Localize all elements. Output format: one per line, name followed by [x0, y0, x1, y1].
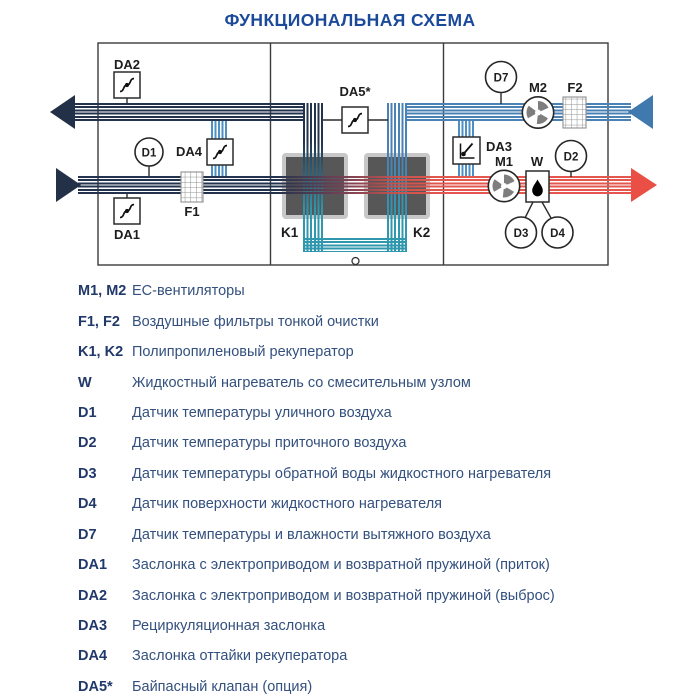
- legend-key: D7: [78, 526, 97, 543]
- exhaust-air-band: [72, 103, 305, 121]
- filter-f2-grid: [563, 97, 586, 128]
- legend-desc: Полипропиленовый рекуператор: [132, 344, 354, 361]
- legend-desc: Байпасный клапан (опция): [132, 678, 313, 695]
- label-m1: M1: [495, 154, 513, 169]
- fresh-air-in-arrow: [56, 168, 81, 202]
- legend-row: DA4 Заслонка оттайки рекуператора: [78, 641, 648, 671]
- fan-m1: [487, 169, 521, 203]
- legend-desc: Датчик поверхности жидкостного нагревате…: [132, 496, 443, 513]
- page-title: ФУНКЦИОНАЛЬНАЯ СХЕМА: [224, 10, 476, 30]
- condensate-drain: [351, 256, 360, 266]
- legend-desc: Заслонка с электроприводом и возвратной …: [132, 587, 555, 604]
- legend-key: K1, K2: [78, 344, 124, 361]
- filter-f1-grid: [181, 172, 203, 202]
- sensor-d4: [541, 216, 574, 249]
- legend-row: D1 Датчик температуры уличного воздуха: [78, 398, 648, 428]
- label-k2: K2: [413, 225, 430, 240]
- legend-desc: Жидкостный нагреватель со смесительным у…: [132, 374, 471, 391]
- legend-desc: Заслонка оттайки рекуператора: [132, 648, 348, 665]
- legend-row: M1, M2 ЕС-вентиляторы: [78, 276, 648, 306]
- label-da5: DA5*: [339, 84, 371, 99]
- legend-row: DA2 Заслонка с электроприводом и возвратн…: [78, 580, 648, 610]
- legend-desc: Датчик температуры уличного воздуха: [132, 404, 392, 421]
- legend: M1, M2 ЕС-вентиляторы F1, F2 Воздушные фил…: [78, 276, 648, 700]
- label-da1: DA1: [114, 227, 140, 242]
- legend-key: DA2: [78, 587, 108, 604]
- label-da3: DA3: [486, 139, 512, 154]
- damper-da4: [206, 138, 234, 166]
- legend-key: F1, F2: [78, 313, 120, 330]
- label-da2: DA2: [114, 57, 140, 72]
- legend-key: DA5*: [78, 678, 113, 695]
- legend-desc: ЕС-вентиляторы: [132, 283, 245, 300]
- bypass-valve-da5: [341, 106, 369, 134]
- label-d4: D4: [550, 228, 565, 240]
- legend-desc: Заслонка с электроприводом и возвратной …: [132, 557, 550, 574]
- legend-key: M1, M2: [78, 283, 127, 300]
- label-k1: K1: [281, 225, 299, 240]
- recuperator-u-duct: [303, 238, 407, 252]
- legend-row: DA5* Байпасный клапан (опция): [78, 672, 648, 700]
- legend-key: DA4: [78, 648, 108, 665]
- legend-row: DA3 Рециркуляционная заслонка: [78, 611, 648, 641]
- label-d2: D2: [564, 152, 579, 164]
- label-f1: F1: [184, 204, 199, 219]
- legend-desc: Датчик температуры и влажности вытяжного…: [132, 526, 491, 543]
- exhaust-out-arrow: [50, 95, 75, 129]
- legend-key: DA1: [78, 557, 108, 574]
- w-d3-connector: [524, 201, 534, 219]
- label-f2: F2: [567, 80, 582, 95]
- damper-da1: [113, 197, 141, 225]
- legend-row: D7 Датчик температуры и влажности вытяжно…: [78, 520, 648, 550]
- sensor-d3: [504, 216, 538, 249]
- label-da4: DA4: [176, 144, 203, 159]
- legend-desc: Датчик температуры обратной воды жидкост…: [132, 465, 552, 482]
- label-d1: D1: [142, 148, 157, 160]
- supply-out-arrow: [631, 168, 657, 202]
- water-drop-icon: [532, 179, 543, 197]
- legend-row: D3 Датчик температуры обратной воды жидко…: [78, 459, 648, 489]
- legend-row: DA1 Заслонка с электроприводом и возвратн…: [78, 550, 648, 580]
- legend-row: F1, F2 Воздушные фильтры тонкой очистки: [78, 306, 648, 336]
- extract-in-arrow: [628, 95, 653, 129]
- legend-desc: Воздушные фильтры тонкой очистки: [132, 313, 379, 330]
- damper-da2: [113, 71, 141, 99]
- legend-row: K1, K2 Полипропиленовый рекуператор: [78, 337, 648, 367]
- legend-key: D4: [78, 496, 97, 513]
- legend-desc: Датчик температуры приточного воздуха: [132, 435, 407, 452]
- label-d7: D7: [494, 73, 509, 85]
- recirculation-damper-da3: [452, 136, 481, 165]
- label-d3: D3: [514, 228, 529, 240]
- w-d4-connector: [541, 201, 552, 219]
- label-m2: M2: [529, 80, 547, 95]
- label-w: W: [531, 154, 544, 169]
- legend-desc: Рециркуляционная заслонка: [132, 618, 326, 635]
- legend-key: D3: [78, 465, 97, 482]
- legend-key: D1: [78, 404, 97, 421]
- legend-key: DA3: [78, 618, 108, 635]
- legend-row: D4 Датчик поверхности жидкостного нагрева…: [78, 489, 648, 519]
- legend-row: W Жидкостный нагреватель со смесительным …: [78, 367, 648, 397]
- legend-key: D2: [78, 435, 97, 452]
- legend-row: D2 Датчик температуры приточного воздуха: [78, 428, 648, 458]
- fan-m2: [521, 96, 555, 129]
- legend-key: W: [78, 374, 92, 391]
